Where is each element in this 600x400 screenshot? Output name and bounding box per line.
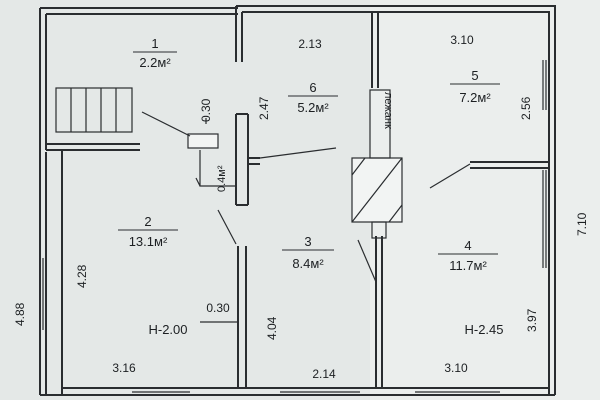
window-room2-bottom: [132, 387, 190, 393]
window-room5: [542, 60, 547, 110]
closet-outline: [195, 150, 236, 187]
closet-area: 0.4м²: [216, 165, 228, 192]
room2-area: 13.1м²: [129, 234, 168, 249]
room5-area: 7.2м²: [459, 90, 491, 105]
closet: [187, 133, 236, 187]
windows: [39, 60, 547, 393]
dim-top-room6: 2.13: [298, 37, 322, 51]
dim-wall-thickness: 0.30: [206, 301, 230, 315]
door-room6: [259, 147, 337, 159]
stove-chimney: [369, 89, 391, 159]
door-room1: [141, 111, 191, 137]
stove-hatch: [351, 157, 403, 223]
dim-top-room5: 3.10: [450, 33, 474, 47]
room3-number: 3: [304, 234, 311, 249]
room1-bottom-wall: [46, 143, 140, 151]
dim-room5-vertical: 2.56: [519, 96, 533, 120]
window-room3: [280, 387, 360, 393]
room3-area: 8.4м²: [292, 256, 324, 271]
partition-6-2: [235, 113, 249, 206]
room6-number: 6: [309, 80, 316, 95]
room2-number: 2: [144, 214, 151, 229]
height-left: Н-2.00: [148, 322, 187, 337]
outer-wall-left-top: [39, 7, 238, 395]
stove-base: [371, 221, 387, 239]
ceiling-heights: Н-2.00 Н-2.45: [148, 322, 503, 337]
room6-area: 5.2м²: [297, 100, 329, 115]
partition-6-5: [371, 12, 379, 88]
door-room2: [217, 209, 237, 245]
room4-number: 4: [464, 238, 471, 253]
room6-bottom-wall: [248, 157, 260, 165]
room1-area: 2.2м²: [139, 55, 171, 70]
stove: [351, 89, 403, 239]
paper-fold-shade: [370, 0, 600, 400]
doors: [141, 111, 471, 283]
room5-number: 5: [471, 68, 478, 83]
outer-wall-right-part: [235, 5, 556, 395]
stairs-outline: [55, 87, 133, 133]
room-labels: 1 2.2м² 2 13.1м² 3 8.4м² 4 11.7м² 5 7.2м…: [118, 36, 500, 273]
room1-number: 1: [151, 36, 158, 51]
dim-bottom-room3: 2.14: [312, 367, 336, 381]
stair-steps: [70, 88, 117, 132]
dim-room2-vertical: 4.28: [75, 264, 89, 288]
room4-area: 11.7м²: [449, 258, 487, 273]
dim-bottom-room2: 3.16: [112, 361, 136, 375]
closet-top: [187, 133, 219, 149]
stairs: [55, 87, 133, 133]
dim-room3-vertical: 4.04: [265, 316, 279, 340]
door-room5: [429, 163, 471, 189]
room5-bottom-wall: [470, 161, 549, 169]
door-room3: [357, 239, 377, 283]
height-right: Н-2.45: [464, 322, 503, 337]
partition-3-4: [375, 236, 383, 388]
dimension-labels: 2.13 3.10 0.30 2.47 2.56 7.10 4.88 4.28 …: [13, 33, 589, 381]
dim-room4-vertical: 3.97: [525, 308, 539, 332]
dim-left-total: 4.88: [13, 302, 27, 326]
dim-room6-vertical: 2.47: [257, 96, 271, 120]
dim-bottom-room4: 3.10: [444, 361, 468, 375]
window-room4-right: [542, 170, 547, 268]
dim-right-total: 7.10: [575, 212, 589, 236]
dimension-lines: [200, 118, 238, 323]
dim-room1-vertical: 0.30: [199, 98, 213, 122]
partition-2-3: [237, 246, 247, 388]
window-room2: [39, 258, 44, 330]
window-room4-bottom: [415, 387, 500, 393]
stove-label: лежанк: [382, 92, 394, 129]
